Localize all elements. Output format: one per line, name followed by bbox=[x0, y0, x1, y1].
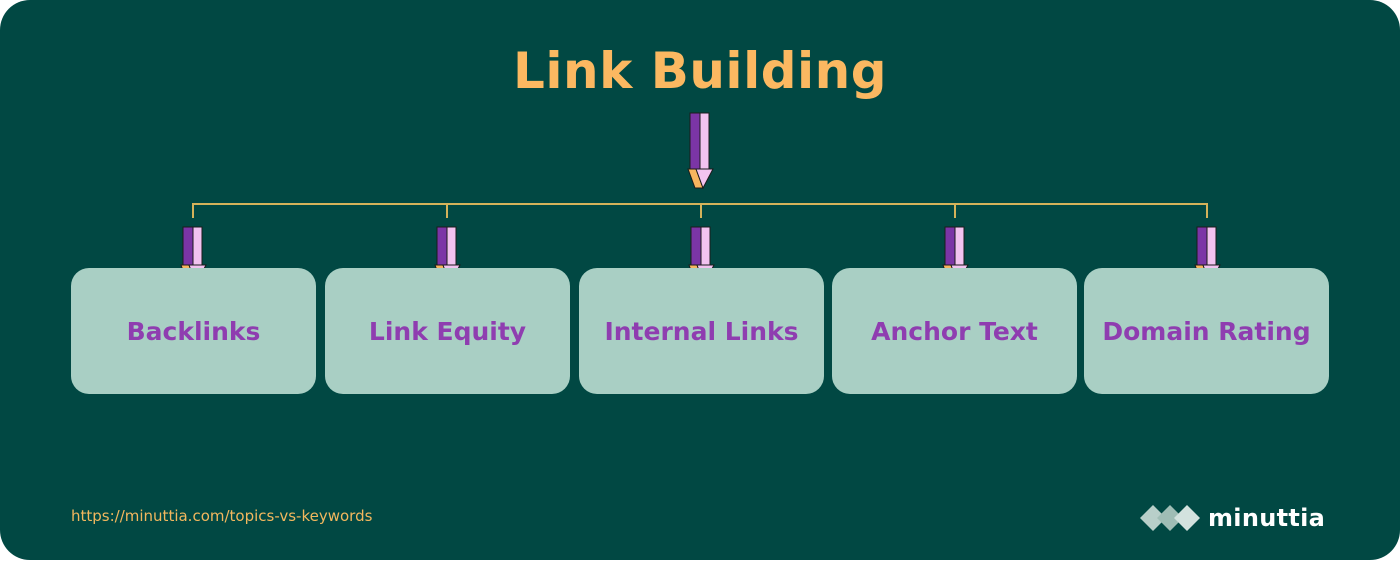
diamond-logo-icon bbox=[1140, 505, 1200, 531]
arrow-tip-right bbox=[695, 168, 714, 190]
arrow-shaft-dark bbox=[436, 226, 448, 266]
node-label: Link Equity bbox=[368, 316, 527, 346]
brand-logo: minuttia bbox=[1140, 500, 1325, 536]
node-label: Domain Rating bbox=[1102, 316, 1311, 346]
diagram-title: Link Building bbox=[512, 42, 888, 100]
arrow-shaft-light bbox=[446, 226, 457, 266]
node-domain-rating: Domain Rating bbox=[1084, 268, 1329, 394]
arrow-layer bbox=[180, 112, 1221, 286]
arrow-shaft-light bbox=[699, 112, 710, 170]
arrow-shaft-dark bbox=[944, 226, 956, 266]
arrow-shaft-dark bbox=[182, 226, 194, 266]
arrow-shaft-dark bbox=[1196, 226, 1208, 266]
arrow-shaft-dark bbox=[690, 226, 702, 266]
node-anchor-text: Anchor Text bbox=[832, 268, 1077, 394]
node-label: Backlinks bbox=[126, 316, 261, 346]
arrow-shaft-light bbox=[700, 226, 711, 266]
node-backlinks: Backlinks bbox=[71, 268, 316, 394]
node-link-equity: Link Equity bbox=[325, 268, 570, 394]
connector-lines bbox=[192, 203, 1208, 218]
arrow-shaft-light bbox=[192, 226, 203, 266]
arrow-shaft-dark bbox=[689, 112, 701, 170]
brand-name: minuttia bbox=[1208, 504, 1326, 532]
title-down-arrow-icon bbox=[687, 112, 714, 190]
node-label: Anchor Text bbox=[871, 316, 1038, 346]
source-url-link[interactable]: https://minuttia.com/topics-vs-keywords bbox=[71, 507, 373, 525]
arrow-shaft-light bbox=[954, 226, 965, 266]
node-label: Internal Links bbox=[604, 316, 799, 346]
arrow-shaft-light bbox=[1206, 226, 1217, 266]
node-internal-links: Internal Links bbox=[579, 268, 824, 394]
